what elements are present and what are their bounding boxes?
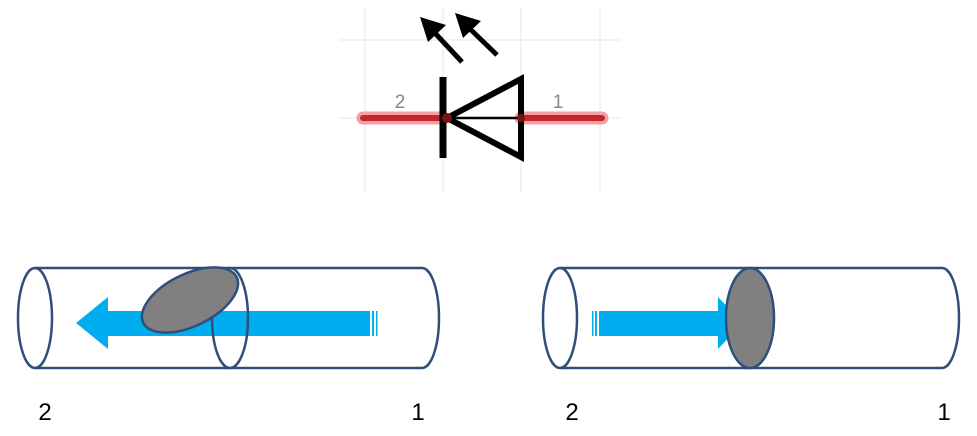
- pin-number-left: 2: [395, 92, 406, 113]
- junction-dot-right: [517, 114, 525, 122]
- tilted-disk: [140, 266, 240, 334]
- flow-arrow-left: [76, 297, 378, 349]
- left-tube-label-right: 1: [411, 399, 424, 426]
- tube-end-right: [941, 266, 961, 370]
- flow-arrow-right: [592, 297, 743, 349]
- right-tube-diagram: 2 1: [541, 266, 961, 426]
- tube-end-right: [421, 266, 441, 370]
- diode-symbol: 2 1: [340, 8, 620, 192]
- left-tube-label-left: 2: [38, 399, 51, 426]
- right-tube-label-right: 1: [937, 399, 950, 426]
- junction-dot-left: [442, 113, 452, 123]
- pin-number-right: 1: [553, 92, 564, 113]
- tube-end-left: [16, 266, 54, 370]
- tube-end-left: [541, 266, 579, 370]
- emission-arrow-1: [420, 17, 464, 64]
- left-tube-diagram: 2 1: [16, 266, 441, 426]
- upright-disk: [724, 266, 776, 370]
- emission-arrow-2: [455, 13, 499, 57]
- right-tube-label-left: 2: [565, 399, 578, 426]
